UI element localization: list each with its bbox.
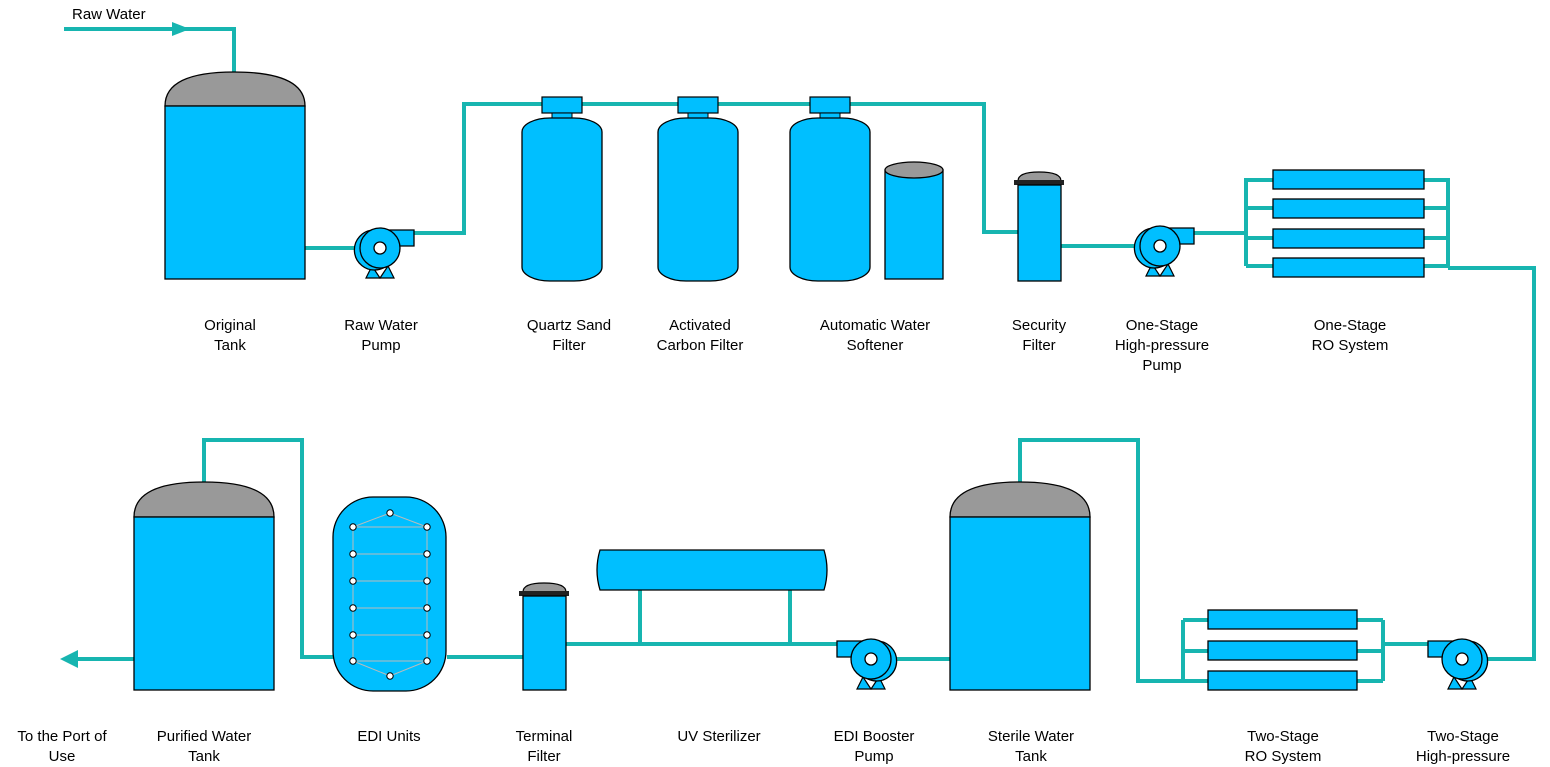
pipe-stage1-to-stage2 bbox=[1448, 266, 1536, 661]
automatic-water-softener bbox=[789, 96, 944, 282]
security-filter bbox=[1014, 171, 1064, 282]
terminal-filter bbox=[519, 582, 569, 691]
edi-booster-pump bbox=[836, 638, 898, 690]
inlet-arrow bbox=[172, 22, 190, 36]
pipe-edi-to-purified-tank bbox=[202, 438, 333, 659]
original-tank bbox=[164, 71, 306, 280]
two-stage-ro-system bbox=[1207, 609, 1358, 691]
label-edi-units: EDI Units bbox=[357, 728, 421, 745]
pipe-pump-to-header bbox=[414, 102, 1018, 235]
label-uv-sterilizer: UV Sterilizer bbox=[677, 728, 761, 745]
one-stage-high-pressure-pump bbox=[1133, 225, 1195, 277]
edi-units bbox=[332, 496, 447, 692]
uv-sterilizer bbox=[596, 549, 828, 591]
one-stage-ro-system bbox=[1272, 169, 1425, 278]
activated-carbon-filter bbox=[657, 96, 739, 282]
raw-water-inlet-label: Raw Water bbox=[72, 6, 146, 23]
purified-water-tank bbox=[133, 481, 275, 691]
raw-water-pump bbox=[353, 227, 415, 279]
sterile-water-tank bbox=[949, 481, 1091, 691]
two-stage-high-pressure-pump bbox=[1427, 638, 1489, 690]
pipework bbox=[64, 27, 1536, 683]
quartz-sand-filter bbox=[521, 96, 603, 282]
pipe-raw-water-inlet bbox=[64, 27, 236, 72]
pipe-ro2-to-sterile-tank bbox=[1018, 438, 1183, 683]
outlet-arrow bbox=[60, 650, 78, 668]
